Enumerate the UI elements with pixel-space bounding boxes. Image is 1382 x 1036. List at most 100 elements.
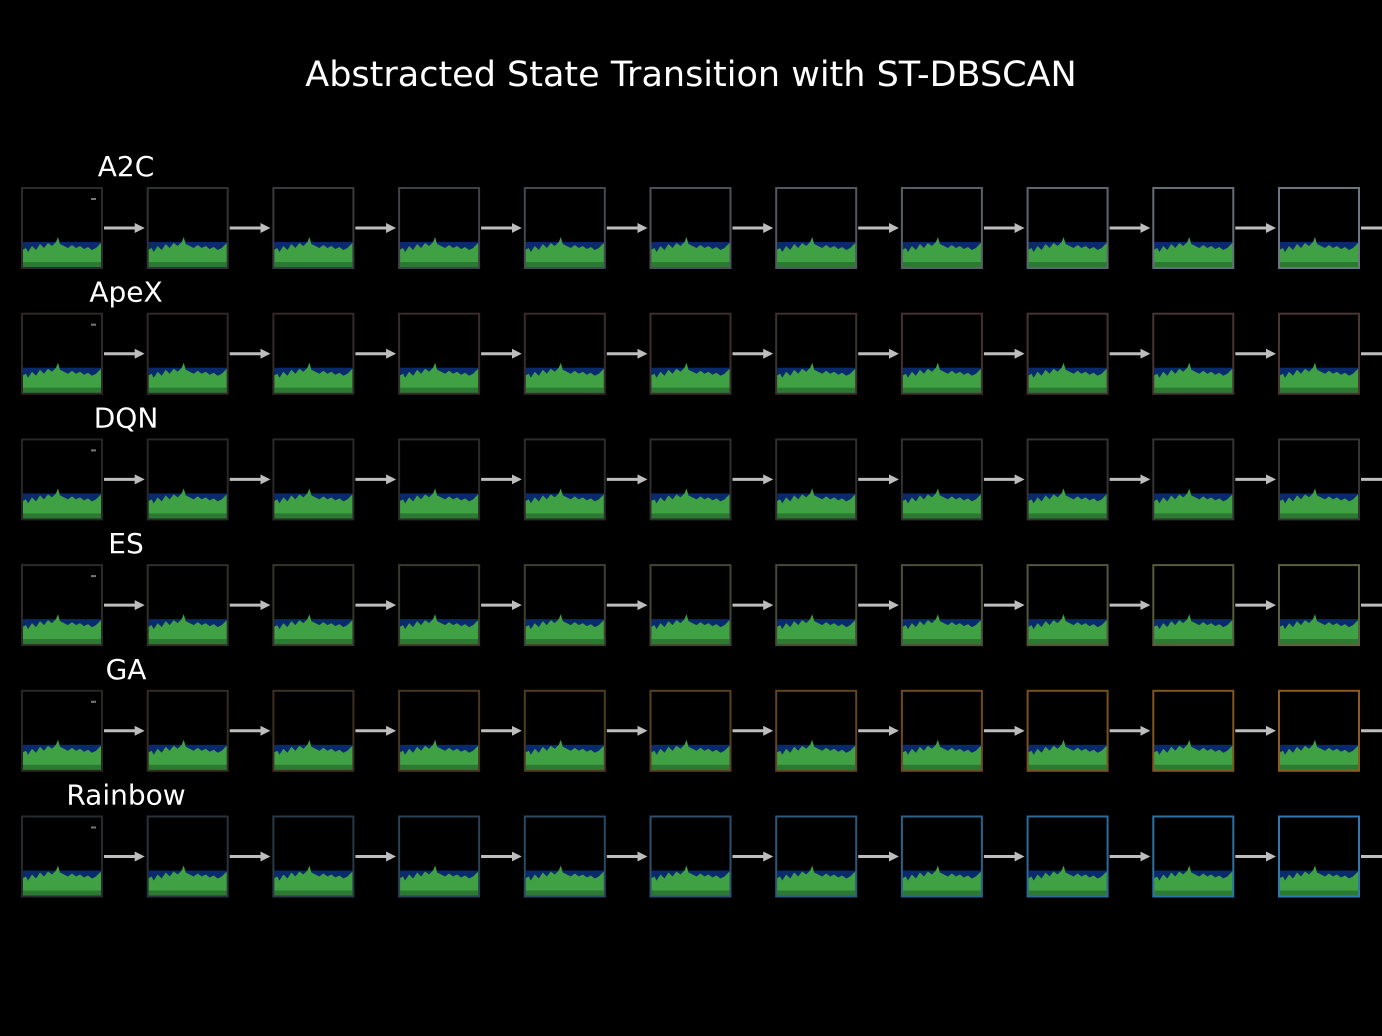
- frame-ground: [1028, 262, 1107, 267]
- frame-ground: [23, 764, 101, 770]
- state-frame: [21, 689, 103, 772]
- frame-ground: [1154, 764, 1233, 770]
- frame-border: [21, 689, 103, 772]
- state-frame: [21, 187, 103, 269]
- frame-terrain: [650, 739, 731, 771]
- frame-ground: [651, 890, 730, 896]
- state-frame: [1026, 187, 1109, 269]
- state-frame: [1278, 815, 1360, 898]
- frame-ground: [23, 513, 101, 519]
- state-frame: [21, 815, 103, 898]
- state-frame: [775, 689, 858, 772]
- frame-ground: [777, 764, 856, 770]
- frame-ground: [1280, 890, 1358, 896]
- frame-border: [272, 815, 355, 898]
- state-frame: [21, 564, 103, 647]
- frame-terrain: [901, 488, 982, 520]
- row-label: ApeX: [89, 276, 162, 309]
- frame-terrain: [399, 739, 480, 771]
- frame-border: [398, 312, 481, 395]
- frame-border: [21, 187, 103, 269]
- frame-terrain: [524, 237, 605, 268]
- frame-ground: [525, 764, 604, 770]
- frame-terrain: [776, 614, 857, 646]
- frame-terrain: [1153, 739, 1234, 771]
- row-dqn: DQN: [21, 401, 1382, 521]
- frame-border: [146, 689, 229, 772]
- state-frame: [900, 689, 983, 772]
- state-frame: [272, 312, 355, 395]
- state-frame: [398, 312, 481, 395]
- frame-ground: [1028, 639, 1107, 645]
- row-label: GA: [106, 653, 147, 686]
- frame-border: [1278, 312, 1360, 395]
- frame-terrain: [1153, 488, 1234, 520]
- frame-terrain: [147, 865, 228, 897]
- frame-ground: [902, 764, 981, 770]
- frame-ground: [1028, 387, 1107, 393]
- frame-border: [523, 689, 606, 772]
- frame-ground: [1028, 764, 1107, 770]
- frame-terrain: [776, 865, 857, 897]
- frame-border: [21, 564, 103, 647]
- frame-border: [523, 438, 606, 521]
- state-frame: [775, 312, 858, 395]
- frame-ground: [651, 639, 730, 645]
- frame-terrain: [524, 739, 605, 771]
- state-frame: [900, 564, 983, 647]
- frame-terrain: [650, 362, 731, 394]
- state-frame: [775, 564, 858, 647]
- frame-ground: [1280, 387, 1358, 393]
- state-frame: [649, 187, 732, 269]
- frame-ground: [651, 262, 730, 267]
- state-frame: [523, 187, 606, 269]
- frame-border: [1152, 689, 1235, 772]
- state-frame: [1152, 438, 1235, 521]
- frame-border: [1152, 815, 1235, 898]
- frame-terrain: [147, 237, 228, 268]
- state-frame: [1026, 438, 1109, 521]
- frame-border: [900, 187, 983, 269]
- state-frame: [523, 438, 606, 521]
- frame-terrain: [776, 739, 857, 771]
- frame-sprite: [91, 700, 96, 703]
- state-frame: [272, 187, 355, 269]
- row-apex: ApeX: [21, 276, 1382, 395]
- frame-border: [900, 438, 983, 521]
- state-frame: [1278, 438, 1360, 521]
- frame-border: [146, 312, 229, 395]
- frame-terrain: [1027, 362, 1108, 394]
- frame-terrain: [1279, 237, 1359, 268]
- frame-ground: [1280, 513, 1358, 519]
- frame-terrain: [399, 362, 480, 394]
- frame-ground: [1028, 890, 1107, 896]
- frame-border: [1278, 438, 1360, 521]
- state-frame: [900, 815, 983, 898]
- frame-terrain: [901, 362, 982, 394]
- state-frame: [523, 689, 606, 772]
- frame-terrain: [22, 865, 102, 897]
- frame-ground: [902, 387, 981, 393]
- row-es: ES: [21, 527, 1382, 647]
- frame-terrain: [524, 614, 605, 646]
- row-label: Rainbow: [66, 779, 185, 812]
- state-frame: [649, 312, 732, 395]
- frame-ground: [274, 262, 353, 267]
- frame-terrain: [1027, 865, 1108, 897]
- frame-ground: [148, 387, 227, 393]
- state-frame: [649, 689, 732, 772]
- frame-border: [146, 564, 229, 647]
- frame-ground: [1154, 387, 1233, 393]
- row-rainbow: Rainbow: [21, 779, 1382, 898]
- state-frame: [1026, 564, 1109, 647]
- frame-ground: [274, 890, 353, 896]
- frame-terrain: [1279, 614, 1359, 646]
- frame-border: [775, 815, 858, 898]
- state-frame: [900, 438, 983, 521]
- frame-ground: [1154, 262, 1233, 267]
- state-frame: [21, 438, 103, 521]
- frame-border: [1278, 689, 1360, 772]
- state-frame: [146, 438, 229, 521]
